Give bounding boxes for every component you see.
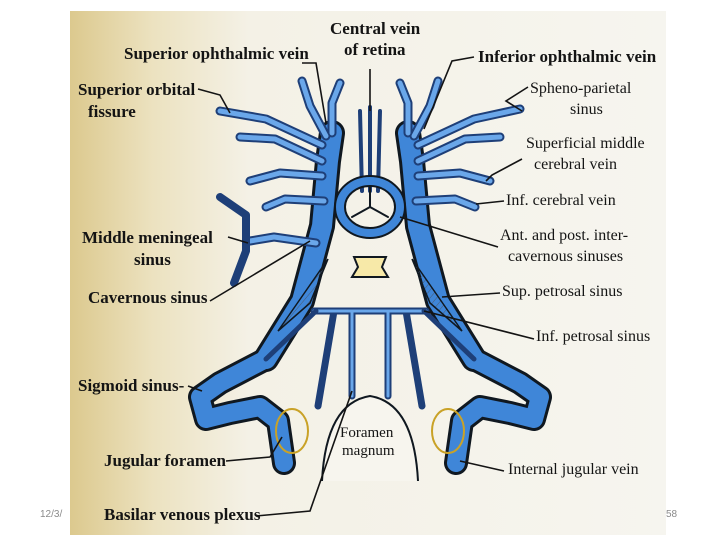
label-inf-petrosal-sinus: Inf. petrosal sinus bbox=[536, 328, 651, 345]
label-intercavernous-line1: Ant. and post. inter- bbox=[500, 227, 629, 244]
label-spheno-parietal-line2: sinus bbox=[570, 101, 603, 118]
label-foramen-magnum-line2: magnum bbox=[342, 443, 395, 459]
middle-meningeal-sinus-shape bbox=[216, 193, 250, 287]
label-superior-ophthalmic-vein: Superior ophthalmic vein bbox=[124, 44, 309, 63]
right-sigmoid-sinus-shape bbox=[447, 350, 549, 472]
label-spheno-parietal-line1: Spheno-parietal bbox=[530, 80, 632, 97]
intercavernous-ring bbox=[336, 177, 404, 237]
right-inf-petrosal-shape bbox=[421, 308, 477, 362]
label-central-vein-line2: of retina bbox=[344, 40, 406, 59]
label-internal-jugular-vein: Internal jugular vein bbox=[508, 461, 639, 478]
label-superficial-middle-line1: Superficial middle bbox=[526, 135, 645, 152]
label-sup-petrosal-sinus: Sup. petrosal sinus bbox=[502, 283, 623, 300]
foramen-magnum-arc bbox=[321, 394, 419, 482]
label-inferior-ophthalmic-vein: Inferior ophthalmic vein bbox=[478, 47, 657, 66]
left-inf-petrosal-shape bbox=[263, 308, 319, 362]
basilar-plexus-fill bbox=[312, 309, 428, 398]
left-petrous-hatch bbox=[277, 258, 329, 332]
label-middle-meningeal-line2: sinus bbox=[134, 250, 171, 269]
label-cavernous-sinus: Cavernous sinus bbox=[88, 288, 208, 307]
ring-dividers bbox=[351, 186, 389, 218]
figure-panel: Central vein of retina Superior ophthalm… bbox=[70, 11, 666, 535]
right-tributaries-fill bbox=[397, 78, 523, 210]
label-basilar-venous-plexus: Basilar venous plexus bbox=[104, 505, 261, 524]
label-inf-cerebral-vein: Inf. cerebral vein bbox=[506, 192, 616, 209]
label-sigmoid-sinus: Sigmoid sinus- bbox=[78, 376, 185, 395]
label-superficial-middle-line2: cerebral vein bbox=[534, 156, 618, 173]
label-superior-orbital-line2: fissure bbox=[88, 102, 136, 121]
label-jugular-foramen: Jugular foramen bbox=[104, 451, 226, 470]
label-middle-meningeal-line1: Middle meningeal bbox=[82, 228, 213, 247]
label-central-vein-line1: Central vein bbox=[330, 19, 421, 38]
vein-network bbox=[188, 76, 552, 475]
label-foramen-magnum-line1: Foramen bbox=[340, 425, 394, 441]
label-leader-lines bbox=[187, 56, 535, 517]
label-superior-orbital-line1: Superior orbital bbox=[78, 80, 196, 99]
slide-date: 12/3/ bbox=[40, 509, 63, 520]
venous-sinus-diagram bbox=[70, 11, 666, 535]
right-jugular-foramen-ring bbox=[431, 408, 465, 454]
slide-page-number: 58 bbox=[666, 509, 678, 520]
sella-turcica-shape bbox=[350, 256, 390, 278]
left-jugular-foramen-ring bbox=[275, 408, 309, 454]
left-tributaries-fill bbox=[217, 78, 343, 246]
label-intercavernous-line2: cavernous sinuses bbox=[508, 248, 624, 265]
left-sigmoid-sinus-shape bbox=[191, 350, 293, 472]
